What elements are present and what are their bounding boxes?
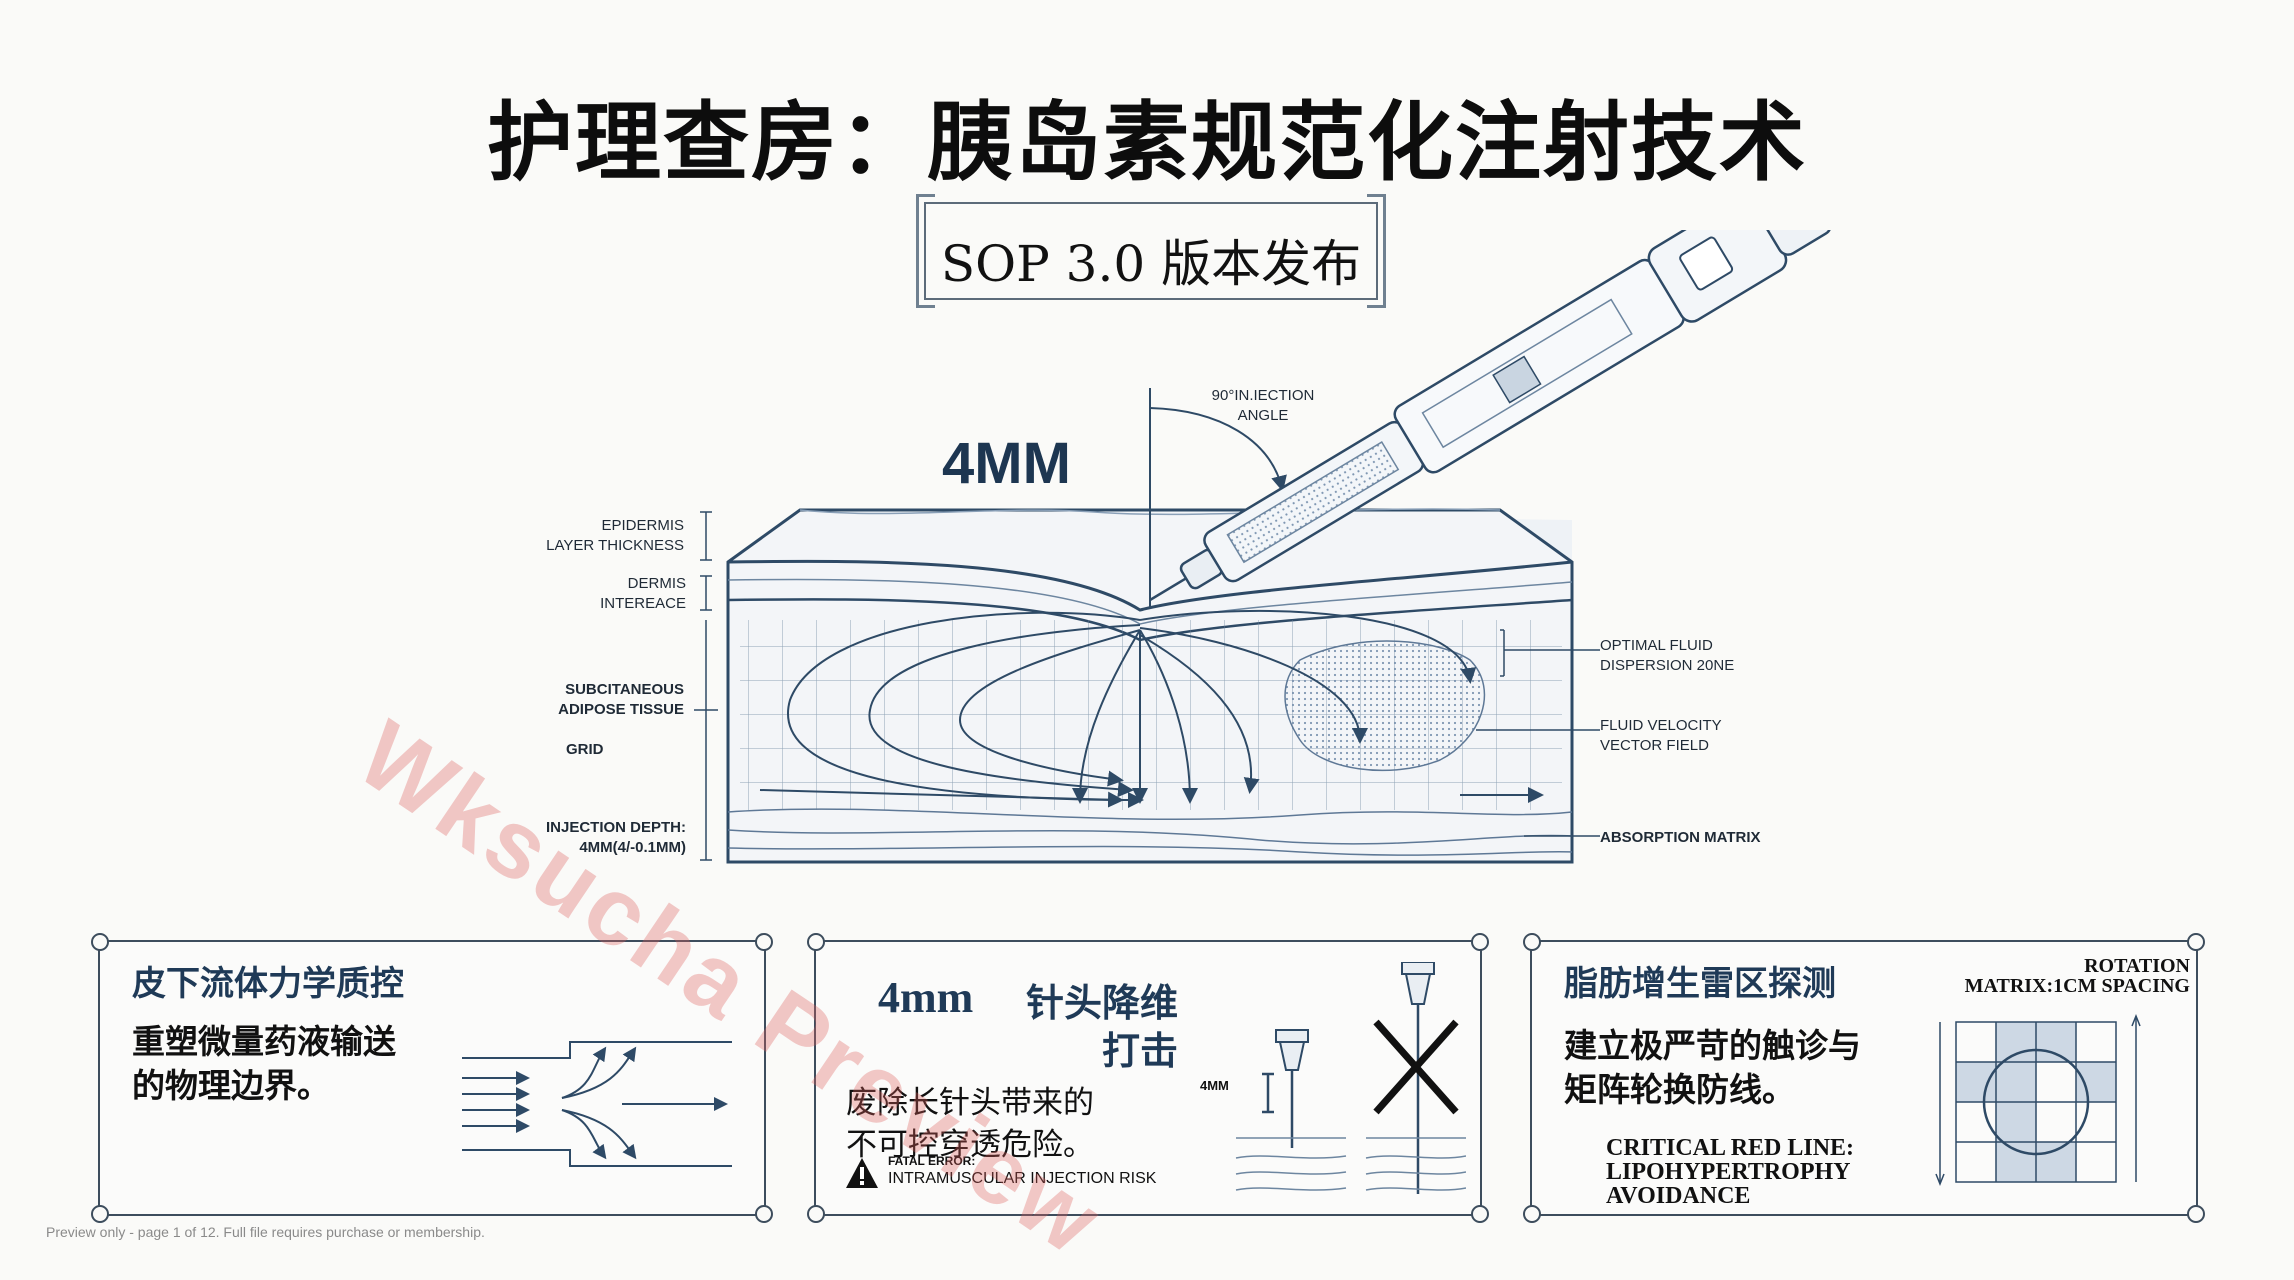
dermis-label: DERMIS INTEREACE: [500, 574, 686, 614]
angle-label-line2: ANGLE: [1237, 407, 1289, 424]
dermis-label-line1: DERMIS: [627, 575, 686, 592]
epidermis-label-line1: EPIDERMIS: [601, 517, 684, 534]
angle-arc: [1149, 407, 1287, 492]
velocity-field-label: FLUID VELOCITY VECTOR FIELD: [1600, 716, 1722, 756]
velocity-field-lines: [759, 609, 1544, 808]
flow-channel-icon: [462, 1041, 732, 1167]
red-line-text3: AVOIDANCE: [1606, 1183, 1751, 1209]
lipohypertrophy-panel: 脂肪增生雷区探测 建立极严苛的触诊与 矩阵轮换防线。 CRITICAL RED …: [1523, 933, 2205, 1223]
subcutaneous-label-line2: ADIPOSE TISSUE: [558, 701, 684, 718]
sop-version-label: SOP 3.0 版本发布: [940, 235, 1362, 293]
injection-depth-label-line2: 4MM(4/-0.1MM): [579, 839, 686, 856]
needle-length-panel: 4mm 针头降维 打击 废除长针头带来的 不可控穿透危险。 FATAL ERRO…: [807, 933, 1489, 1223]
panel3-body: 建立极严苛的触诊与 矩阵轮换防线。: [1564, 1024, 1861, 1112]
insulin-pen: [1149, 230, 1832, 602]
rotation-label-line1: ROTATION: [2084, 955, 2190, 977]
rotation-label-line2: MATRIX:1CM SPACING: [1964, 975, 2190, 997]
angle-label-line1: 90°IN.IECTION: [1211, 387, 1315, 404]
panel3-body-line2: 矩阵轮换防线。: [1564, 1070, 1795, 1109]
panel1-body-line1: 重塑微量药液输送: [132, 1022, 396, 1061]
injection-diagram: [694, 230, 1832, 864]
warning-icon: [846, 1158, 878, 1188]
panel2-body-line2: 不可控穿透危险。: [846, 1127, 1094, 1163]
preview-footer: Preview only - page 1 of 12. Full file r…: [46, 1224, 485, 1240]
sop-version-badge: SOP 3.0 版本发布: [916, 194, 1386, 308]
subcutaneous-label-line1: SUBCITANEOUS: [565, 681, 684, 698]
optimal-dispersion-label: OPTIMAL FLUID DISPERSION 20NE: [1600, 636, 1734, 676]
panel2-body-line1: 废除长针头带来的: [846, 1085, 1094, 1121]
grid-label: GRID: [566, 741, 604, 758]
needle-length-label: 4MM: [1200, 1078, 1229, 1093]
velocity-field-line1: FLUID VELOCITY: [1600, 717, 1722, 734]
injection-depth-callout: 4MM: [942, 431, 1071, 496]
warning-small-label: FATAL ERROR:: [888, 1154, 976, 1168]
red-line-text2: LIPOHYPERTROPHY: [1606, 1159, 1851, 1185]
epidermis-layer: [727, 559, 1573, 612]
panel2-heading-cn2: 打击: [1102, 1029, 1179, 1073]
panel3-title: 脂肪增生雷区探测: [1564, 964, 1836, 1004]
page-title: 护理查房：胰岛素规范化注射技术: [487, 93, 1807, 193]
epidermis-label: EPIDERMIS LAYER THICKNESS: [500, 516, 684, 556]
needle-comparison-icon: [1235, 962, 1466, 1194]
panel1-body-line2: 的物理边界。: [132, 1066, 330, 1105]
subcutaneous-label: SUBCITANEOUS ADIPOSE TISSUE: [500, 680, 684, 720]
dermis-label-line2: INTEREACE: [600, 595, 686, 612]
fluid-dispersion-cloud: [1284, 640, 1486, 772]
velocity-field-line2: VECTOR FIELD: [1600, 737, 1709, 754]
left-scale: [694, 511, 718, 861]
panel1-body: 重塑微量药液输送 的物理边界。: [132, 1020, 396, 1108]
panel2-body: 废除长针头带来的 不可控穿透危险。: [846, 1082, 1094, 1166]
absorption-matrix-layer: [727, 808, 1573, 856]
critical-red-line-label: CRITICAL RED LINE: LIPOHYPERTROPHY AVOID…: [1606, 1136, 1854, 1208]
panel2-heading-cn1: 针头降维: [1026, 981, 1179, 1025]
panel1-title: 皮下流体力学质控: [132, 964, 404, 1004]
panel2-heading-mm: 4mm: [878, 973, 974, 1022]
warning-text: INTRAMUSCULAR INJECTION RISK: [888, 1170, 1157, 1187]
right-leaders: [1476, 629, 1600, 837]
rotation-matrix-grid: [1935, 1013, 2141, 1187]
injection-depth-label: INJECTION DEPTH: 4MM(4/-0.1MM): [500, 818, 686, 858]
panel3-body-line1: 建立极严苛的触诊与: [1564, 1026, 1861, 1065]
injection-angle-label: 90°IN.IECTION ANGLE: [1208, 386, 1318, 426]
fluid-dynamics-panel: 皮下流体力学质控 重塑微量药液输送 的物理边界。: [91, 933, 773, 1223]
epidermis-label-line2: LAYER THICKNESS: [546, 537, 684, 554]
optimal-dispersion-line1: OPTIMAL FLUID: [1600, 637, 1713, 654]
optimal-dispersion-line2: DISPERSION 20NE: [1600, 657, 1735, 674]
absorption-matrix-label: ABSORPTION MATRIX: [1600, 829, 1761, 846]
red-line-text1: CRITICAL RED LINE:: [1606, 1135, 1855, 1161]
injection-depth-label-line1: INJECTION DEPTH:: [545, 819, 686, 836]
rotation-matrix-label: ROTATION MATRIX:1CM SPACING: [1922, 956, 2190, 996]
